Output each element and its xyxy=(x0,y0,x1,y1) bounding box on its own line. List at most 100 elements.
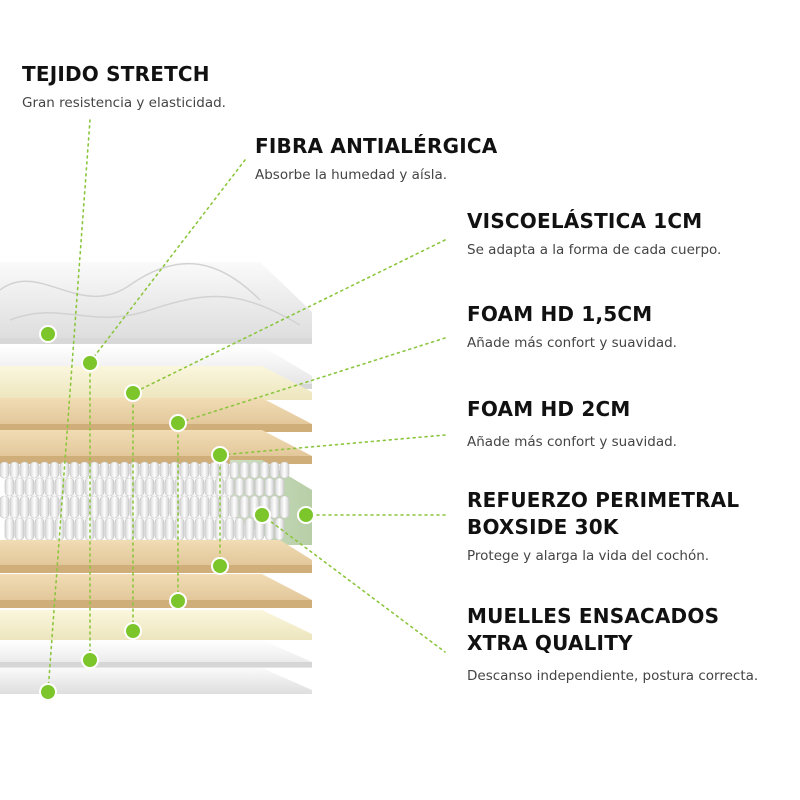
leader-line-tejido xyxy=(47,119,91,693)
marker-dot xyxy=(39,683,57,701)
lower-foam-hd-2-layer xyxy=(0,540,312,572)
marker-dot xyxy=(81,651,99,669)
pocket-spring xyxy=(164,517,175,541)
pocket-spring xyxy=(14,517,25,541)
pocket-spring xyxy=(234,517,245,541)
lower-foam-hd-15-layer xyxy=(0,574,312,608)
bottom-stretch-fabric-layer xyxy=(0,668,312,694)
pocket-spring xyxy=(174,517,185,541)
pocket-spring xyxy=(159,461,170,479)
pocket-spring xyxy=(279,495,290,519)
leader-line-springs xyxy=(261,514,446,653)
marker-dot xyxy=(124,622,142,640)
pocket-spring xyxy=(254,477,265,497)
pocket-spring xyxy=(229,495,240,519)
pocket-spring xyxy=(244,517,255,541)
layer-description: Gran resistencia y elasticidad. xyxy=(22,95,226,111)
marker-dot xyxy=(39,325,57,343)
pocket-spring xyxy=(24,517,35,541)
pocket-spring xyxy=(144,517,155,541)
pocket-spring xyxy=(84,477,95,497)
pocket-spring xyxy=(39,495,50,519)
lower-memory-foam-layer xyxy=(0,610,312,640)
layer-title: FOAM HD 1,5CM xyxy=(467,302,653,326)
pocket-spring xyxy=(69,461,80,479)
pocket-spring xyxy=(184,477,195,497)
pocket-spring xyxy=(39,461,50,479)
pocket-spring xyxy=(134,477,145,497)
pocket-spring xyxy=(264,477,275,497)
pocket-spring xyxy=(44,477,55,497)
pocket-spring xyxy=(69,495,80,519)
pocket-spring xyxy=(184,517,195,541)
marker-dot xyxy=(124,384,142,402)
layer-title: FIBRA ANTIALÉRGICA xyxy=(255,134,498,158)
marker-dot xyxy=(169,414,187,432)
pocket-spring xyxy=(54,477,65,497)
pocket-spring xyxy=(279,461,290,479)
label-tejido-stretch: TEJIDO STRETCH Gran resistencia y elasti… xyxy=(22,61,226,113)
pocket-spring xyxy=(0,495,10,519)
layer-title-line-2: BOXSIDE 30K xyxy=(467,515,619,539)
pocket-spring xyxy=(89,495,100,519)
pocket-spring xyxy=(199,461,210,479)
pocket-spring xyxy=(204,517,215,541)
pocket-spring xyxy=(74,477,85,497)
pocket-spring xyxy=(139,495,150,519)
pocket-spring xyxy=(19,461,30,479)
label-fibra-antialergica: FIBRA ANTIALÉRGICA Absorbe la humedad y … xyxy=(255,133,497,185)
pocket-spring xyxy=(129,495,140,519)
layer-description: Absorbe la humedad y aísla. xyxy=(255,167,448,183)
pocket-spring xyxy=(209,495,220,519)
pocket-spring xyxy=(124,477,135,497)
layer-title-line-2: XTRA QUALITY xyxy=(467,631,633,655)
layer-title: TEJIDO STRETCH xyxy=(22,62,210,86)
lower-foam-hd-2-edge xyxy=(0,565,312,573)
layer-title-line-1: REFUERZO PERIMETRAL xyxy=(467,488,740,512)
pocket-spring xyxy=(204,477,215,497)
pocket-spring xyxy=(169,495,180,519)
pocket-spring xyxy=(149,461,160,479)
label-muelles-ensacados: MUELLES ENSACADOS XTRA QUALITY Descanso … xyxy=(467,603,767,686)
pocket-spring xyxy=(4,517,15,541)
pocket-spring xyxy=(99,461,110,479)
pocket-spring xyxy=(29,495,40,519)
pocket-spring xyxy=(109,495,120,519)
pocket-spring xyxy=(119,495,130,519)
pocket-springs-layer xyxy=(0,461,290,541)
pocket-spring xyxy=(189,495,200,519)
label-refuerzo-perimetral: REFUERZO PERIMETRAL BOXSIDE 30K Protege … xyxy=(467,487,739,566)
pocket-spring xyxy=(154,517,165,541)
leader-line-visco xyxy=(132,239,446,394)
layer-description: Descanso independiente, postura correcta… xyxy=(467,668,759,684)
pocket-spring xyxy=(179,495,190,519)
pocket-spring xyxy=(194,517,205,541)
pocket-spring xyxy=(104,477,115,497)
pocket-spring xyxy=(269,461,280,479)
pocket-spring xyxy=(19,495,30,519)
pocket-spring xyxy=(119,461,130,479)
pocket-spring xyxy=(234,477,245,497)
pocket-spring xyxy=(179,461,190,479)
label-foam-hd-15: FOAM HD 1,5CM Añade más confort y suavid… xyxy=(467,301,677,353)
pocket-spring xyxy=(154,477,165,497)
marker-dot xyxy=(211,446,229,464)
foam-hd-2-edge xyxy=(0,456,312,464)
pocket-spring xyxy=(64,477,75,497)
pocket-spring xyxy=(169,461,180,479)
pocket-spring xyxy=(79,461,90,479)
pocket-spring xyxy=(239,495,250,519)
foam-hd-15-edge xyxy=(0,424,312,432)
pocket-spring xyxy=(109,461,120,479)
pocket-spring xyxy=(79,495,90,519)
pocket-spring xyxy=(139,461,150,479)
foam-hd-2-layer xyxy=(0,430,312,464)
layer-title: FOAM HD 2CM xyxy=(467,397,631,421)
pocket-spring xyxy=(74,517,85,541)
pocket-spring xyxy=(34,517,45,541)
pocket-spring xyxy=(114,477,125,497)
pocket-spring xyxy=(9,495,20,519)
pocket-spring xyxy=(159,495,170,519)
pocket-spring xyxy=(274,517,285,541)
